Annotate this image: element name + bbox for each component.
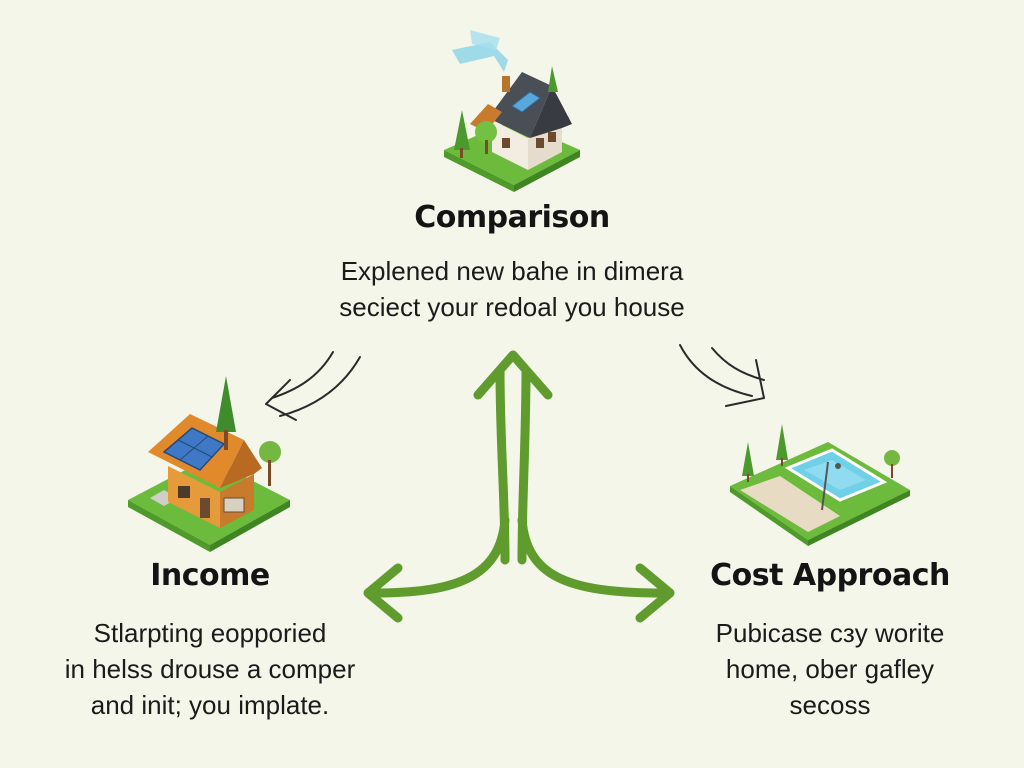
income-description: Stlarpting eopporied in helss drouse a c… [20, 615, 400, 723]
cost-approach-title: Cost Approach [710, 558, 950, 593]
cost-desc-line-3: secoss [789, 690, 871, 720]
comparison-desc-line-1: Explened new bahe in dimera [340, 256, 684, 286]
orange-house-with-solar-panels-icon [128, 376, 290, 552]
house-with-solar-roof-icon [444, 30, 580, 192]
land-plot-with-pool-icon [730, 424, 910, 546]
income-desc-line-3: and init; you implate. [90, 690, 330, 720]
income-desc-line-1: Stlarpting eopporied [93, 618, 327, 648]
cost-approach-description: Pubicase сзy worite home, ober gafley se… [640, 615, 1020, 723]
left-curved-arrow [265, 351, 361, 421]
cost-desc-line-2: home, ober gafley [725, 654, 935, 684]
income-desc-line-2: in helss drouse a comper [64, 654, 356, 684]
cost-desc-line-1: Pubicase сзy worite [715, 618, 945, 648]
comparison-description: Explened new bahe in dimera seciect your… [262, 253, 762, 325]
central-arrow [363, 350, 675, 623]
income-title: Income [150, 558, 270, 593]
comparison-node: Comparison Explened new bahe in dimera s… [262, 200, 762, 325]
cost-approach-node: Cost Approach Pubicase сзy worite home, … [640, 558, 1020, 723]
income-node: Income Stlarpting eopporied in helss dro… [20, 558, 400, 723]
right-curved-arrow [679, 344, 765, 407]
comparison-title: Comparison [414, 200, 610, 235]
comparison-desc-line-2: seciect your redoal you house [339, 292, 685, 322]
